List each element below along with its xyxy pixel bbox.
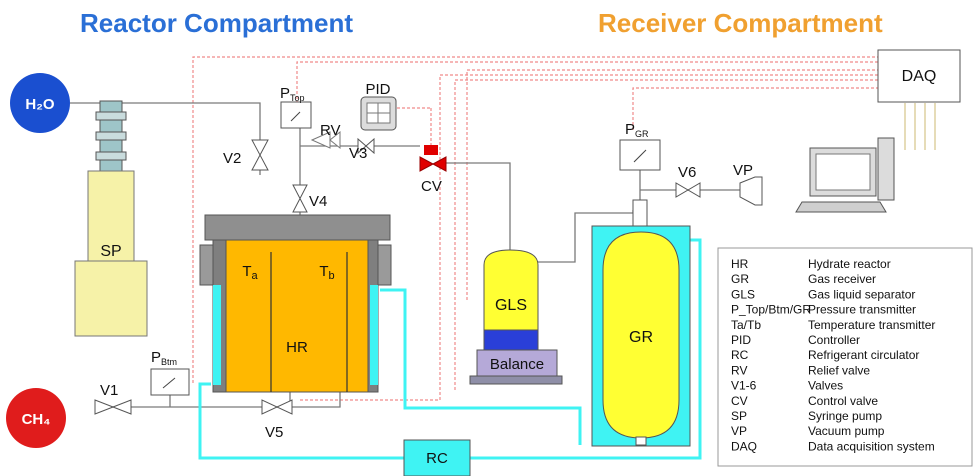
legend-abbr: GLS (731, 287, 755, 301)
v5-label: V5 (265, 424, 283, 441)
legend-abbr: CV (731, 394, 748, 408)
legend-abbr: HR (731, 257, 749, 271)
cv-label: CV (421, 178, 442, 195)
balance-label: Balance (490, 356, 544, 373)
legend-box (717, 247, 973, 467)
legend-abbr: SP (731, 409, 747, 423)
relief-valve (310, 130, 341, 150)
legend-desc: Pressure transmitter (808, 303, 916, 317)
legend-desc: Temperature transmitter (808, 318, 935, 332)
v2-label: V2 (223, 150, 241, 167)
gr-label: GR (629, 329, 653, 346)
hydrate-reactor (199, 214, 392, 393)
valve-v5[interactable] (261, 399, 293, 415)
v4-label: V4 (309, 193, 327, 210)
legend-desc: Hydrate reactor (808, 257, 891, 271)
computer-icon (795, 137, 895, 213)
valve-v6[interactable] (675, 182, 701, 198)
gls-label: GLS (495, 297, 527, 314)
receiver-compartment-title: Receiver Compartment (598, 8, 883, 38)
legend-abbr: VP (731, 424, 747, 438)
rv-label: RV (320, 122, 341, 139)
pbtm-label: PBtm (151, 349, 177, 367)
ch4-label: CH₄ (22, 411, 51, 428)
signal-lines (192, 56, 885, 401)
legend-abbr: V1-6 (731, 379, 757, 393)
sp-label: SP (100, 243, 121, 260)
ptop-transmitter (280, 101, 312, 129)
valve-v1[interactable] (94, 399, 132, 415)
legend-desc: Data acquisition system (808, 439, 935, 453)
legend-desc: Control valve (808, 394, 878, 408)
v1-label: V1 (100, 382, 118, 399)
legend-desc: Syringe pump (808, 409, 882, 423)
legend-desc: Vacuum pump (808, 424, 885, 438)
legend-desc: Valves (808, 379, 843, 393)
v3-label: V3 (349, 145, 367, 162)
coolant-lines (198, 238, 702, 460)
legend-abbr: PID (731, 333, 751, 347)
vacuum-pump (739, 176, 763, 206)
syringe-pump (74, 100, 148, 337)
legend-abbr: DAQ (731, 439, 757, 453)
daq-computer-links (904, 103, 936, 150)
legend-desc: Relief valve (808, 363, 870, 377)
pgr-label: PGR (625, 121, 649, 139)
rc-label: RC (426, 450, 448, 467)
legend-abbr: Ta/Tb (731, 318, 761, 332)
pgr-transmitter (619, 139, 661, 171)
legend-desc: Gas liquid separator (808, 287, 915, 301)
legend-desc: Refrigerant circulator (808, 348, 919, 362)
legend-abbr: P_Top/Btm/GR (731, 303, 811, 317)
balance (469, 349, 563, 385)
ptop-label: PTop (280, 85, 305, 103)
daq-box (877, 49, 961, 103)
control-valve[interactable] (419, 145, 447, 172)
reactor-compartment-title: Reactor Compartment (80, 8, 353, 38)
h2o-label: H₂O (25, 96, 54, 113)
h2o-source (10, 73, 70, 133)
legend-abbr: RC (731, 348, 749, 362)
vp-label: VP (733, 162, 753, 179)
legend-abbr: GR (731, 272, 749, 286)
valve-v4[interactable] (292, 184, 308, 213)
gas-liquid-separator (483, 249, 539, 351)
v6-label: V6 (678, 164, 696, 181)
gas-receiver (591, 199, 691, 447)
valve-v3[interactable] (357, 137, 375, 155)
legend-abbr: RV (731, 363, 747, 377)
daq-label: DAQ (902, 68, 937, 85)
legend-desc: Controller (808, 333, 860, 347)
hr-label: HR (286, 339, 308, 356)
ch4-source (6, 388, 66, 448)
pid-label: PID (365, 81, 390, 98)
legend-desc: Gas receiver (808, 272, 876, 286)
refrigerant-circulator (403, 439, 471, 476)
valve-v2[interactable] (251, 139, 269, 171)
